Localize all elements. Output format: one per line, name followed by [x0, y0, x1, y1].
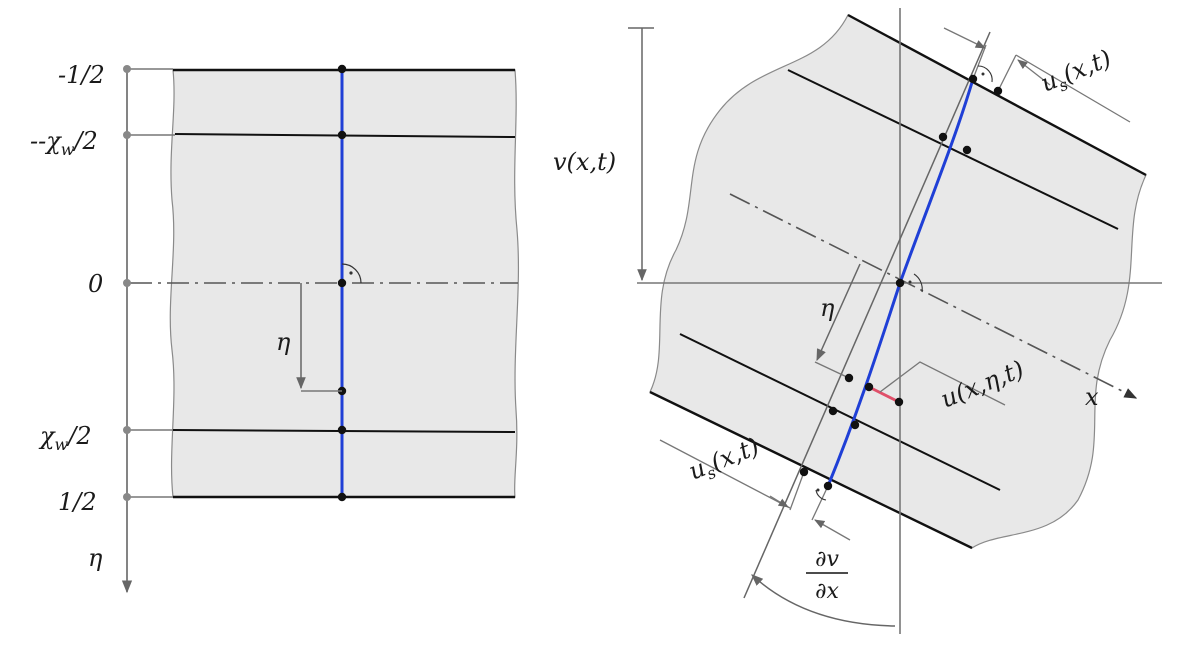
tick-label-chi-neg: --χw/2 — [30, 127, 98, 159]
right-x-axis — [729, 193, 1138, 399]
v-displacement-label: v(x,t) — [553, 148, 616, 176]
right-lower-interface — [679, 333, 1001, 491]
x-axis-label: x — [1085, 383, 1099, 411]
tick-label-chi-pos: χw/2 — [38, 422, 92, 454]
u-displacement-segment — [868, 385, 900, 404]
us-bottom-label: us(x,t) — [685, 432, 765, 489]
tick-label-zero: 0 — [88, 270, 103, 298]
u-label-leader — [879, 361, 1006, 406]
right-panel: v(x,t) us(x,t) us(x,t) η u(x,η,t) x ∂v ∂… — [553, 8, 1162, 634]
us-top-dimension — [943, 27, 1131, 123]
right-nodes — [799, 74, 1003, 491]
rotation-arc — [751, 574, 896, 627]
dv-dx-numerator: ∂v — [815, 547, 839, 572]
right-upper-interface — [787, 69, 1119, 230]
eta-arrow-label: η — [276, 328, 291, 356]
us-bottom-dimension — [659, 439, 851, 541]
us-top-label: us(x,t) — [1037, 44, 1117, 101]
tick-label-bottom: 1/2 — [58, 488, 97, 516]
right-eta-arrow — [816, 263, 861, 362]
tick-label-top: -1/2 — [58, 61, 105, 89]
left-nodes — [337, 64, 347, 502]
left-tick-leaders — [127, 68, 175, 498]
right-eta-label: η — [820, 294, 835, 322]
axis-label-eta: η — [88, 544, 103, 572]
left-tick-dots — [123, 65, 131, 501]
left-panel: -1/2 --χw/2 0 χw/2 1/2 η η — [30, 61, 520, 594]
right-bottom-edge — [649, 390, 973, 550]
left-right-angle-mark — [341, 263, 362, 284]
dv-dx-denominator: ∂x — [815, 579, 839, 604]
